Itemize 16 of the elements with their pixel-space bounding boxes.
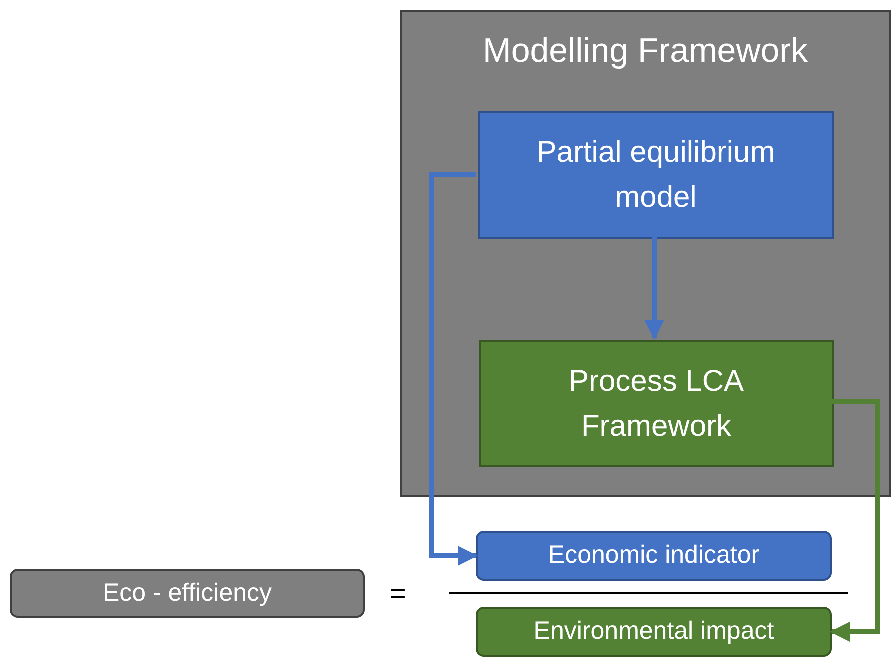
arrow <box>830 400 880 642</box>
process-box <box>10 569 365 618</box>
arrow <box>430 172 478 566</box>
arrow <box>644 237 664 340</box>
process-box <box>478 111 834 239</box>
box-label: Economic indicator <box>547 540 761 572</box>
box-label: Partial equilibrium model <box>536 135 776 216</box>
box-label: Environmental impact <box>532 616 776 648</box>
box-label: Eco - efficiency <box>102 578 274 609</box>
process-box <box>476 531 832 581</box>
equals-sign: = <box>390 578 406 610</box>
box-label: Process LCA Framework <box>568 364 746 444</box>
process-box <box>476 607 832 657</box>
framework-panel <box>400 10 891 497</box>
panel-title: Modelling Framework <box>482 31 809 72</box>
process-box <box>479 340 834 467</box>
